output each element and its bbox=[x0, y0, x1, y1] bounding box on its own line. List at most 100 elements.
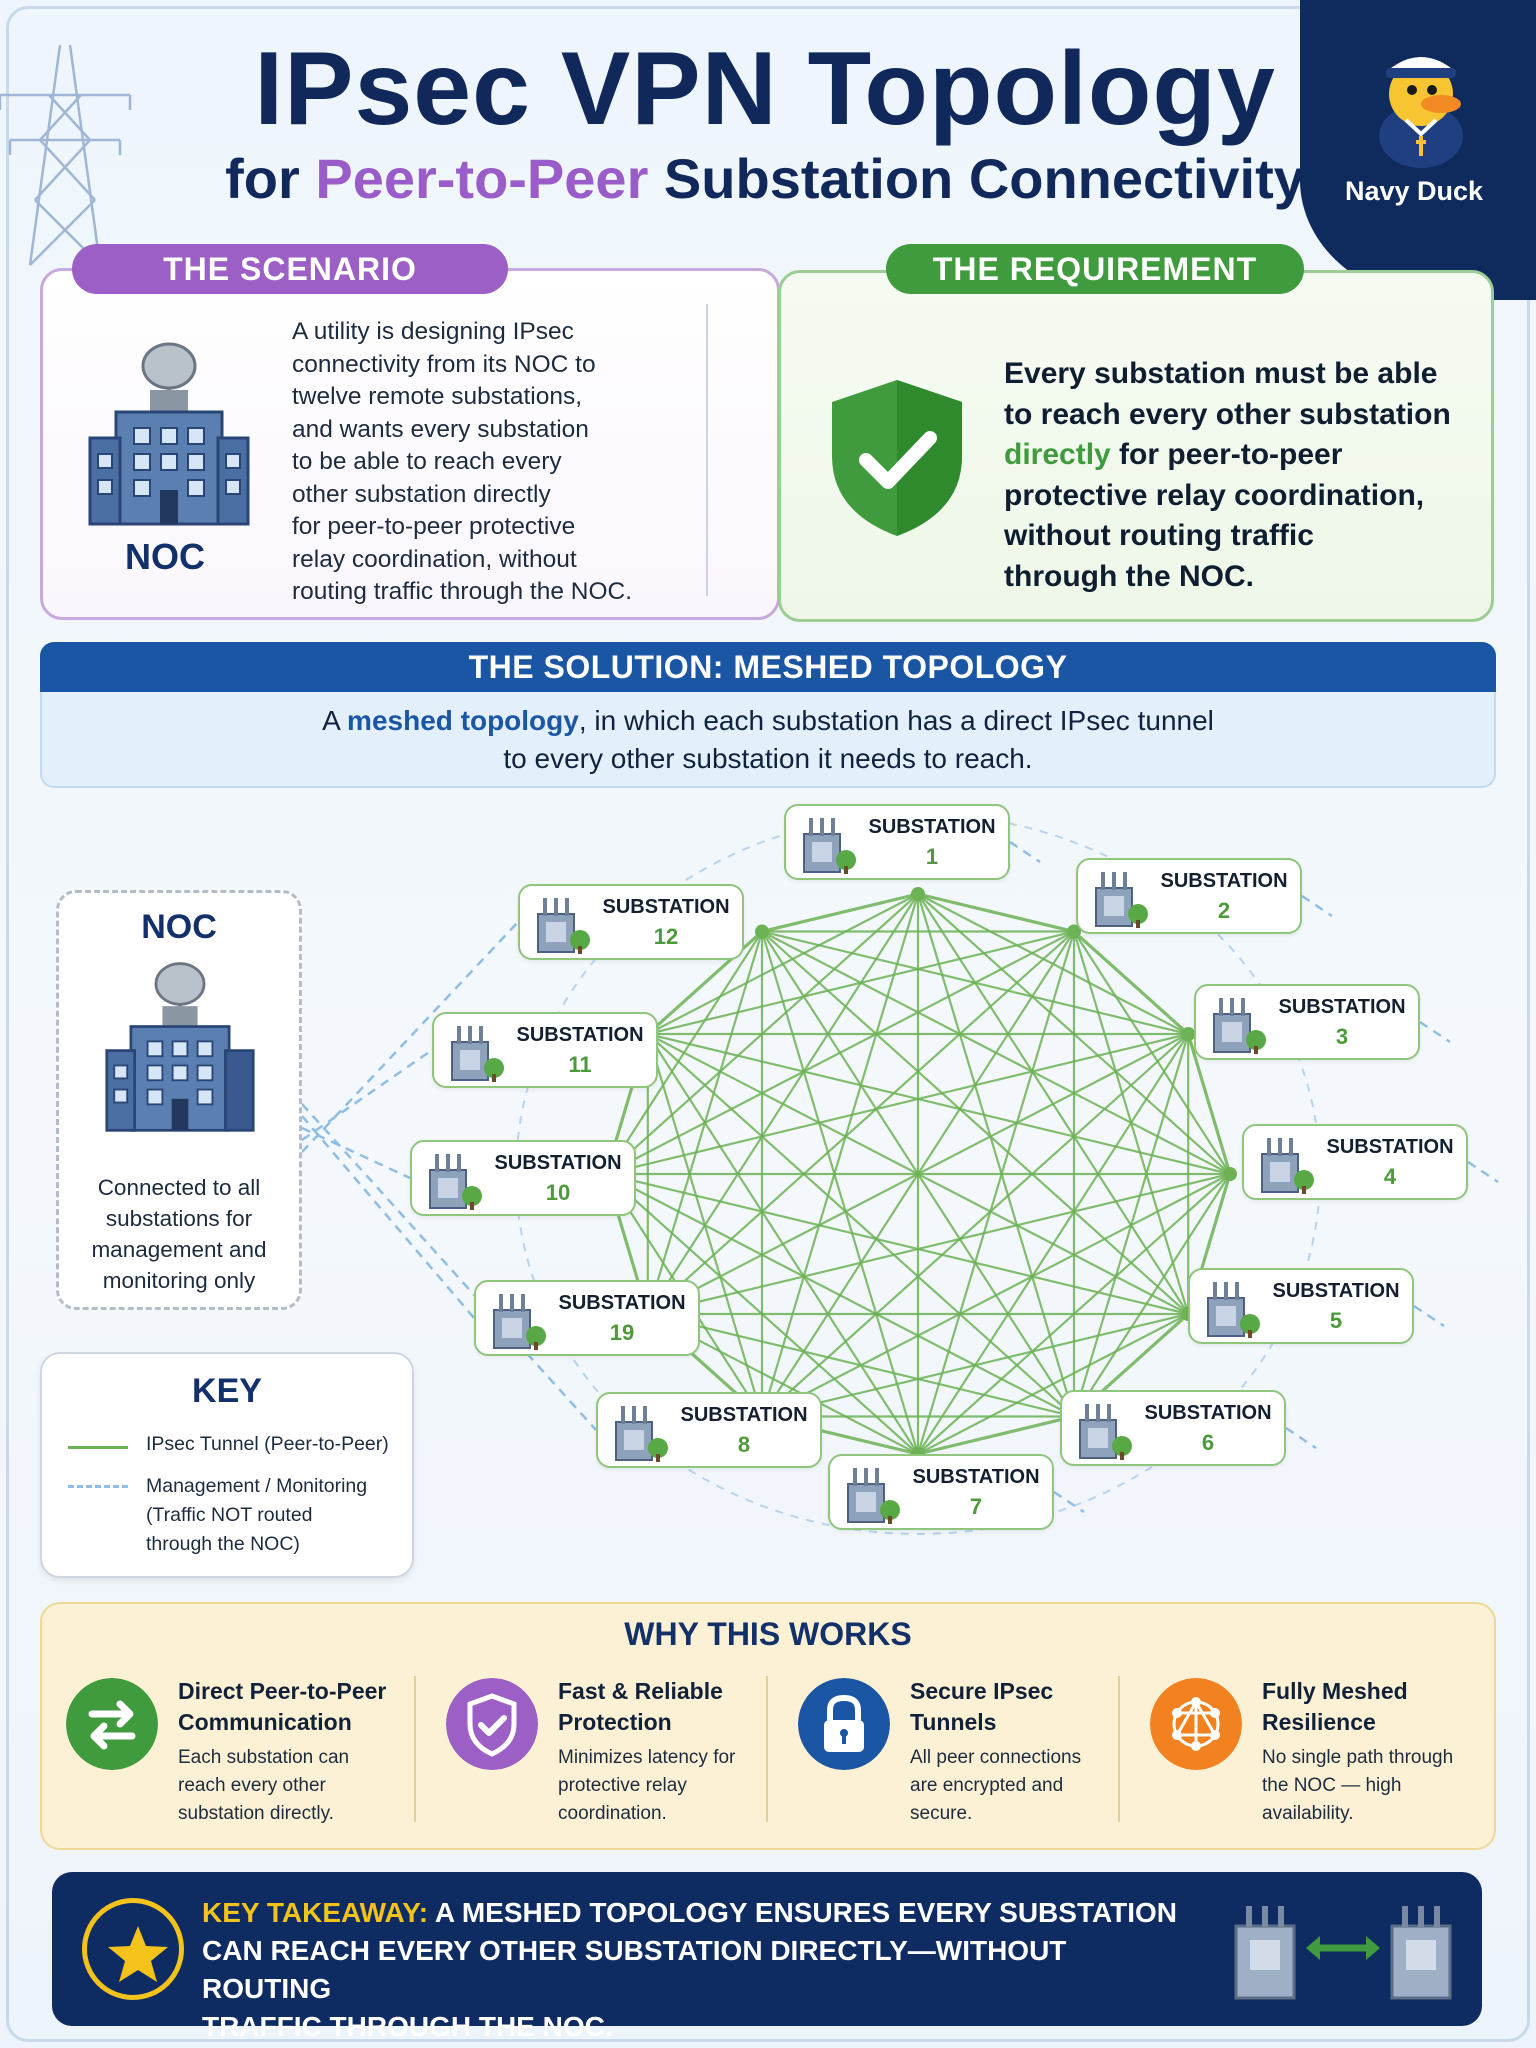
substation-name: SUBSTATION bbox=[1278, 996, 1406, 1018]
mesh-node bbox=[755, 924, 769, 939]
mesh-network-icon bbox=[1150, 1678, 1242, 1770]
management-link bbox=[301, 1048, 433, 1142]
substation-icon bbox=[610, 1402, 670, 1469]
ipsec-tunnel bbox=[646, 1033, 764, 1417]
substation-node: SUBSTATION 3 bbox=[1194, 984, 1420, 1060]
shield-check-icon bbox=[832, 380, 962, 536]
substation-icon bbox=[1256, 1134, 1316, 1201]
swap-arrows-icon bbox=[66, 1678, 158, 1770]
page-title: IPsec VPN Topology bbox=[254, 31, 1276, 147]
management-link bbox=[1301, 894, 1333, 918]
substation-icon bbox=[488, 1290, 548, 1357]
peer-substations-icon bbox=[1234, 1906, 1452, 2000]
ipsec-tunnel bbox=[647, 1172, 1231, 1316]
substation-icon bbox=[1090, 868, 1150, 935]
management-link bbox=[1009, 840, 1041, 864]
substation-number: 4 bbox=[1383, 1164, 1397, 1189]
requirement-label: THE REQUIREMENT bbox=[886, 244, 1304, 294]
management-link bbox=[301, 1126, 411, 1180]
ipsec-tunnel bbox=[647, 1032, 1231, 1176]
management-link bbox=[301, 921, 519, 1153]
substation-name: SUBSTATION bbox=[602, 896, 730, 918]
substation-number: 8 bbox=[737, 1432, 751, 1457]
substation-number: 19 bbox=[609, 1320, 635, 1345]
substation-name: SUBSTATION bbox=[494, 1152, 622, 1174]
substation-node: SUBSTATION 8 bbox=[596, 1392, 822, 1468]
substation-node: SUBSTATION 4 bbox=[1242, 1124, 1468, 1200]
substation-node: SUBSTATION 12 bbox=[518, 884, 744, 960]
substation-number: 6 bbox=[1201, 1430, 1215, 1455]
ipsec-tunnel bbox=[1186, 1033, 1232, 1175]
substation-node: SUBSTATION 6 bbox=[1060, 1390, 1286, 1466]
legend-mgmt-label: Management / Monitoring (Traffic NOT rou… bbox=[146, 1475, 368, 1555]
scenario-text: A utility is designing IPsec connectivit… bbox=[292, 318, 632, 605]
noc-node-title: NOC bbox=[141, 908, 217, 946]
substation-name: SUBSTATION bbox=[680, 1404, 808, 1426]
ipsec-tunnel bbox=[916, 931, 1076, 1455]
substation-number: 12 bbox=[653, 924, 679, 949]
management-link bbox=[1419, 1020, 1451, 1044]
ipsec-tunnel bbox=[605, 1173, 1075, 1418]
substation-number: 5 bbox=[1329, 1308, 1343, 1333]
ipsec-tunnel bbox=[647, 1033, 1075, 1418]
substation-name: SUBSTATION bbox=[1326, 1136, 1454, 1158]
ipsec-tunnel bbox=[605, 1172, 1189, 1316]
management-link bbox=[1053, 1490, 1085, 1514]
ipsec-tunnel bbox=[761, 930, 1189, 1036]
substation-name: SUBSTATION bbox=[558, 1292, 686, 1314]
legend-mgmt-swatch bbox=[68, 1485, 128, 1488]
ipsec-tunnel bbox=[917, 1414, 1075, 1456]
substation-number: 1 bbox=[925, 844, 939, 869]
substation-name: SUBSTATION bbox=[1160, 870, 1288, 892]
substation-icon bbox=[1208, 994, 1268, 1061]
management-link bbox=[1413, 1304, 1445, 1328]
star-icon bbox=[108, 1926, 168, 1982]
takeaway-text: KEY TAKEAWAY: A MESHED TOPOLOGY ENSURES … bbox=[202, 1897, 1177, 2042]
ipsec-tunnel bbox=[761, 930, 1231, 1175]
substation-number: 10 bbox=[545, 1180, 571, 1205]
ipsec-tunnel bbox=[917, 892, 1075, 934]
ipsec-tunnel bbox=[647, 930, 1075, 1315]
solution-description: A meshed topology, in which each substat… bbox=[40, 692, 1496, 788]
management-link bbox=[301, 1115, 475, 1319]
ipsec-tunnel bbox=[760, 893, 920, 1417]
mesh-node bbox=[1067, 924, 1081, 939]
substation-name: SUBSTATION bbox=[1272, 1280, 1400, 1302]
substation-icon bbox=[1202, 1278, 1262, 1345]
transmission-tower-icon bbox=[0, 44, 132, 266]
substation-icon bbox=[446, 1022, 506, 1089]
mesh-node bbox=[1223, 1167, 1237, 1181]
substation-icon bbox=[1074, 1400, 1134, 1467]
ipsec-tunnel bbox=[761, 930, 1075, 1418]
duck-mascot-icon bbox=[1379, 57, 1463, 168]
substation-node: SUBSTATION 7 bbox=[828, 1454, 1054, 1530]
ipsec-tunnel bbox=[761, 892, 919, 934]
ipsec-tunnel bbox=[760, 931, 920, 1455]
noc-node-description: Connected to all substations for managem… bbox=[91, 1175, 267, 1293]
substation-name: SUBSTATION bbox=[1144, 1402, 1272, 1424]
noc-building-icon bbox=[88, 342, 250, 526]
ipsec-tunnel bbox=[1072, 930, 1190, 1036]
ipsec-tunnel bbox=[916, 893, 1076, 1417]
padlock-icon bbox=[798, 1678, 890, 1770]
mesh-node bbox=[911, 887, 925, 901]
substation-name: SUBSTATION bbox=[868, 816, 996, 838]
substation-icon bbox=[842, 1464, 902, 1531]
substation-number: 3 bbox=[1335, 1024, 1349, 1049]
why-section bbox=[40, 1602, 1496, 1850]
why-title: WHY THIS WORKS bbox=[624, 1616, 912, 1652]
ipsec-tunnel bbox=[646, 931, 764, 1315]
shield-check-icon bbox=[446, 1678, 538, 1770]
substation-name: SUBSTATION bbox=[912, 1466, 1040, 1488]
management-link bbox=[1285, 1426, 1317, 1450]
panel-divider bbox=[706, 304, 708, 596]
substation-number: 7 bbox=[969, 1494, 983, 1519]
substation-icon bbox=[424, 1150, 484, 1217]
requirement-text: Every substation must be able to reach e… bbox=[1004, 357, 1451, 593]
